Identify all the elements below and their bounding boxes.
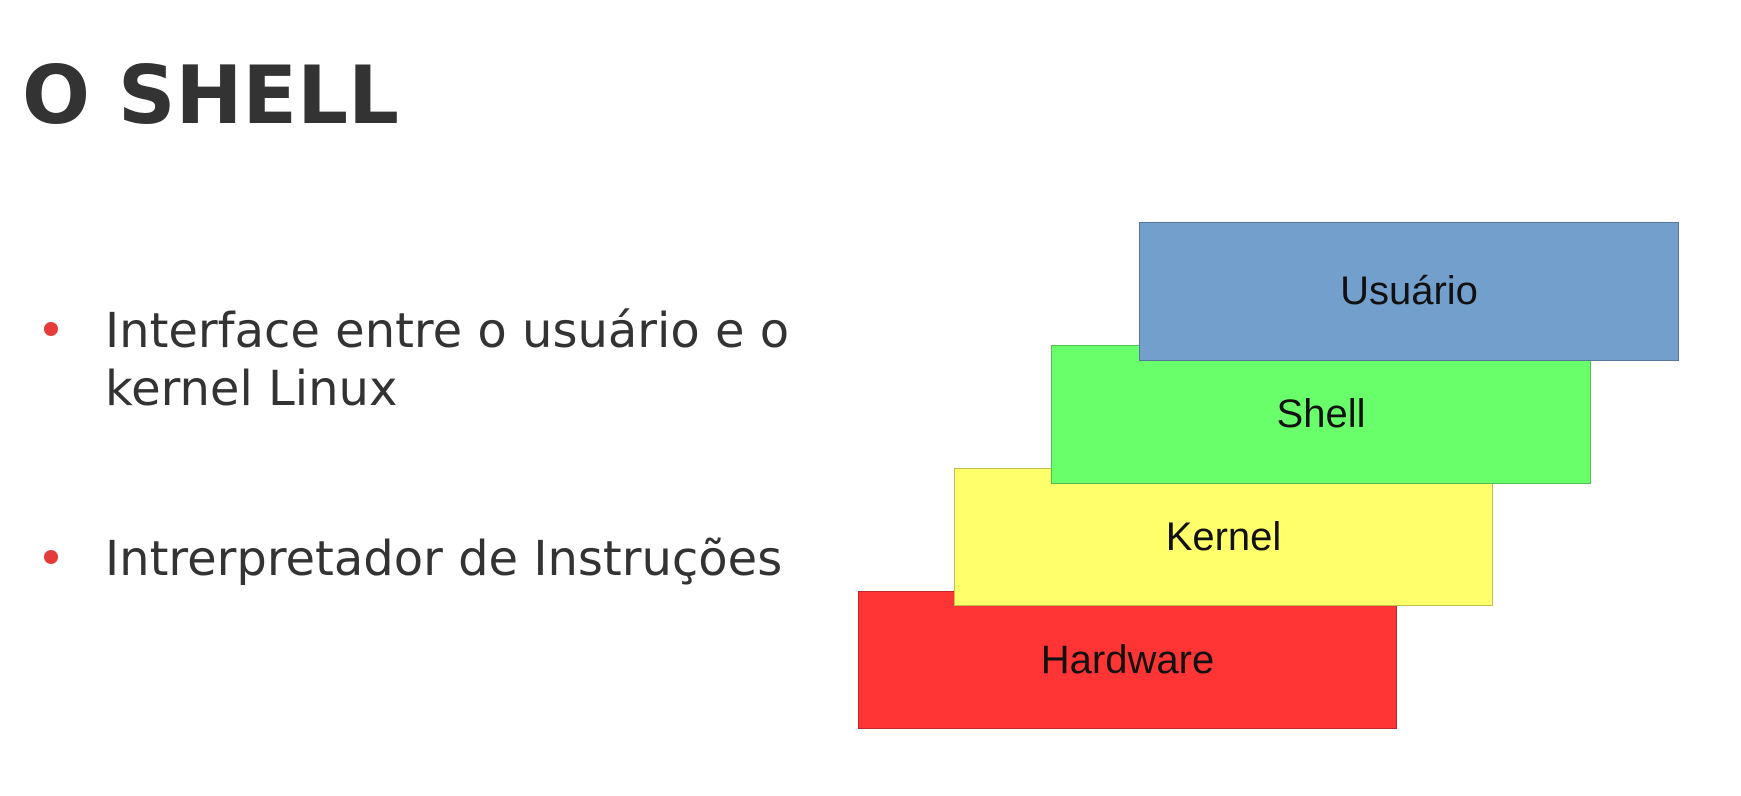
bullet-text: Intrerpretador de Instruções bbox=[105, 531, 783, 587]
slide-title: O SHELL bbox=[22, 49, 400, 142]
layer-usuario-label: Usuário bbox=[1340, 269, 1478, 313]
layer-usuario: Usuário bbox=[1139, 222, 1679, 361]
layer-kernel: Kernel bbox=[954, 468, 1493, 606]
layer-hardware: Hardware bbox=[858, 591, 1397, 729]
layer-shell-label: Shell bbox=[1276, 392, 1366, 436]
bullet-text: Interface entre o usuário e o kernel Lin… bbox=[105, 303, 790, 417]
bullet-dot-icon bbox=[44, 322, 58, 336]
layer-hardware-label: Hardware bbox=[1040, 637, 1215, 682]
layer-shell: Shell bbox=[1051, 345, 1591, 484]
bullet-dot-icon bbox=[44, 550, 58, 564]
layer-kernel-label: Kernel bbox=[1165, 514, 1282, 559]
